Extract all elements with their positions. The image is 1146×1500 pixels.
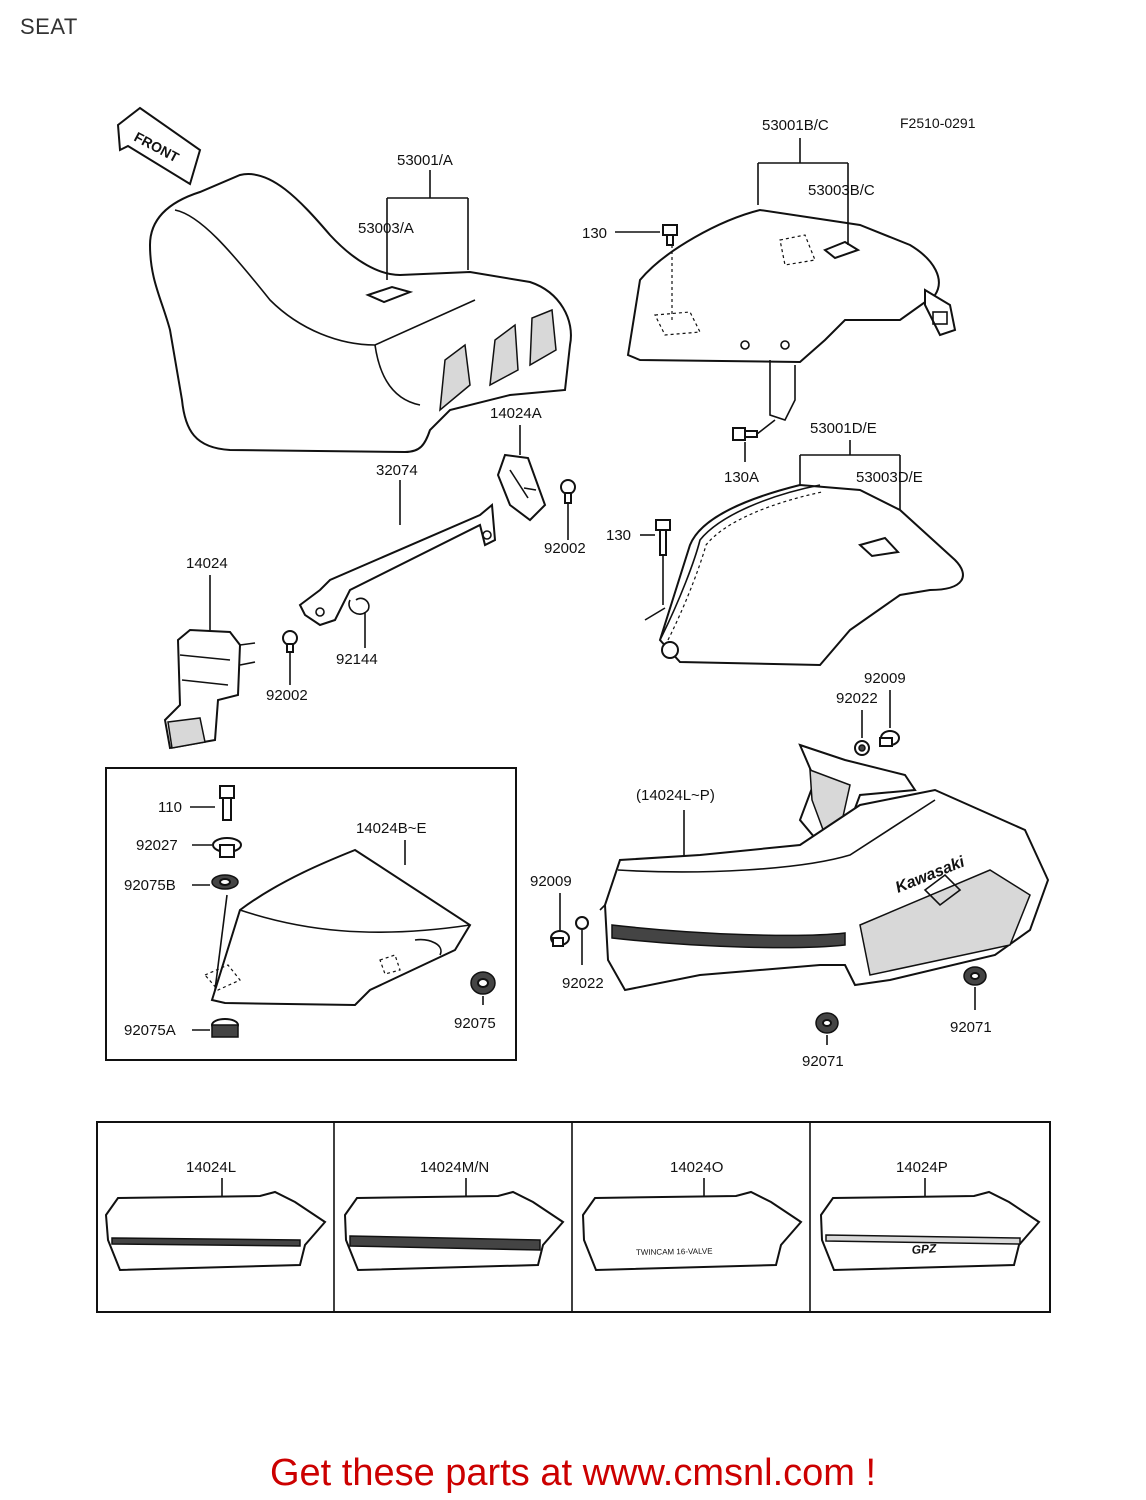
collar-92027-icon bbox=[212, 837, 242, 858]
variant-decal: TWINCAM 16-VALVE bbox=[636, 1247, 713, 1257]
variant-14024p[interactable]: 14024P GPZ bbox=[819, 1159, 1041, 1272]
rear-cowl-14024l-p[interactable]: Kawasaki bbox=[599, 743, 1050, 992]
label-130-top[interactable]: 130 bbox=[582, 225, 607, 242]
label-53003-de[interactable]: 53003D/E bbox=[856, 469, 923, 486]
label-53001-bc[interactable]: 53001B/C bbox=[762, 117, 829, 134]
screw-92002-b-icon bbox=[282, 630, 298, 653]
label-53001-a[interactable]: 53001/A bbox=[397, 152, 453, 169]
bracket-14024a[interactable] bbox=[496, 453, 547, 522]
label-92075[interactable]: 92075 bbox=[454, 1015, 496, 1032]
rear-seat-de[interactable] bbox=[644, 483, 964, 667]
variant-label: 14024P bbox=[896, 1159, 948, 1176]
label-53003-bc[interactable]: 53003B/C bbox=[808, 182, 875, 199]
variants-table bbox=[96, 1121, 1051, 1313]
screw-92009-b-icon bbox=[550, 930, 570, 947]
grommet-92071-a-icon bbox=[963, 966, 987, 986]
inset-box-14024b-e bbox=[105, 767, 517, 1061]
label-92009-b[interactable]: 92009 bbox=[530, 873, 572, 890]
figure-reference: F2510-0291 bbox=[900, 115, 976, 131]
grommet-92075-icon bbox=[470, 971, 496, 995]
label-92022-a[interactable]: 92022 bbox=[836, 690, 878, 707]
label-92071-a[interactable]: 92071 bbox=[950, 1019, 992, 1036]
bracket-32074[interactable] bbox=[298, 503, 497, 627]
grommet-92071-b-icon bbox=[815, 1012, 839, 1034]
variant-14024o[interactable]: 14024O TWINCAM 16-VALVE bbox=[581, 1159, 803, 1272]
label-92009-a[interactable]: 92009 bbox=[864, 670, 906, 687]
label-92144[interactable]: 92144 bbox=[336, 651, 378, 668]
label-92075a[interactable]: 92075A bbox=[124, 1022, 176, 1039]
front-arrow-icon: FRONT bbox=[116, 106, 202, 186]
bracket-14024[interactable] bbox=[163, 628, 256, 750]
label-130-mid[interactable]: 130 bbox=[606, 527, 631, 544]
label-92002-a[interactable]: 92002 bbox=[544, 540, 586, 557]
page-title: SEAT bbox=[20, 14, 78, 39]
footer-cta-link[interactable]: Get these parts at www.cmsnl.com ! bbox=[269, 1452, 877, 1494]
variant-decal: GPZ bbox=[911, 1241, 937, 1257]
washer-92022-a-icon bbox=[854, 740, 870, 756]
label-14024l-p[interactable]: (14024L~P) bbox=[636, 787, 715, 804]
label-14024a[interactable]: 14024A bbox=[490, 405, 542, 422]
bolt-110-icon bbox=[219, 785, 235, 821]
label-53003-a[interactable]: 53003/A bbox=[358, 220, 414, 237]
label-92022-b[interactable]: 92022 bbox=[562, 975, 604, 992]
variant-label: 14024O bbox=[670, 1159, 723, 1176]
washer-92022-b-icon bbox=[575, 916, 589, 930]
label-110[interactable]: 110 bbox=[158, 799, 182, 816]
rear-seat-bc[interactable] bbox=[626, 208, 957, 421]
variant-14024l[interactable]: 14024L bbox=[104, 1159, 327, 1272]
label-32074[interactable]: 32074 bbox=[376, 462, 418, 479]
label-92075b[interactable]: 92075B bbox=[124, 877, 176, 894]
bolt-130-mid-icon bbox=[655, 519, 671, 556]
bolt-130-icon bbox=[662, 224, 678, 246]
label-14024b-e[interactable]: 14024B~E bbox=[356, 820, 426, 837]
variant-14024m-n[interactable]: 14024M/N bbox=[343, 1159, 565, 1272]
bolt-130a-icon bbox=[732, 427, 758, 441]
screw-92009-a-icon bbox=[879, 730, 900, 747]
label-53001-de[interactable]: 53001D/E bbox=[810, 420, 877, 437]
label-14024[interactable]: 14024 bbox=[186, 555, 228, 572]
cover-14024b-e[interactable] bbox=[204, 848, 472, 1007]
variant-label: 14024M/N bbox=[420, 1159, 489, 1176]
label-92027[interactable]: 92027 bbox=[136, 837, 178, 854]
grommet-92075b-icon bbox=[211, 874, 239, 890]
main-seat[interactable] bbox=[148, 173, 572, 454]
label-130a[interactable]: 130A bbox=[724, 469, 759, 486]
grommet-92075a-icon bbox=[211, 1018, 239, 1038]
label-92002-b[interactable]: 92002 bbox=[266, 687, 308, 704]
label-92071-b[interactable]: 92071 bbox=[802, 1053, 844, 1070]
screw-92002-a-icon bbox=[560, 479, 576, 504]
variant-label: 14024L bbox=[186, 1159, 236, 1176]
